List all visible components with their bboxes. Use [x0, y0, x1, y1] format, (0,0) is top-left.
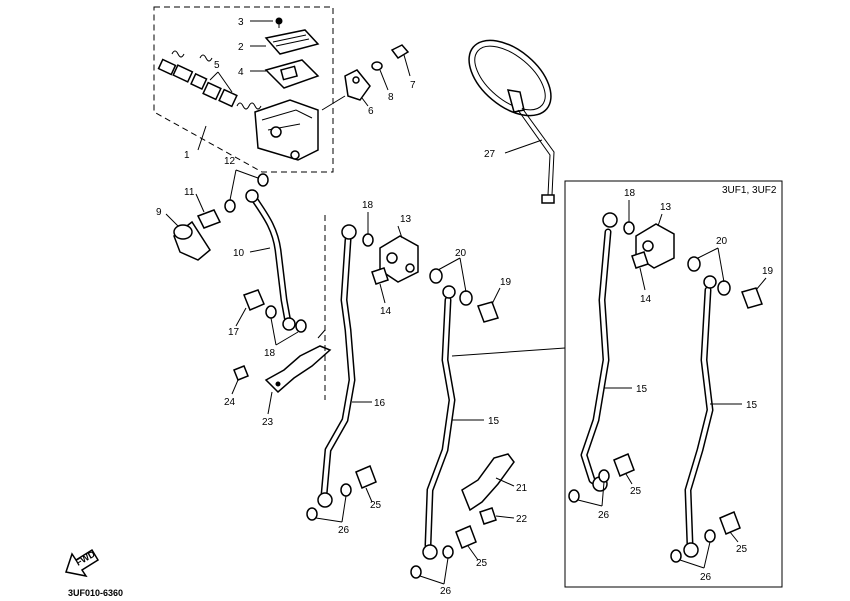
- callout-15c: 15: [746, 400, 758, 411]
- upper-fittings: [165, 169, 269, 261]
- bolt-14: [371, 267, 389, 285]
- reservoir-cap: [264, 29, 320, 55]
- callout-10: 10: [233, 248, 245, 259]
- callout-6: 6: [368, 106, 374, 117]
- callout-17: 17: [228, 327, 240, 338]
- rear-mirror: [468, 39, 555, 204]
- callout-12: 12: [224, 156, 236, 167]
- master-cylinder-group: [153, 6, 334, 173]
- callout-26c: 26: [598, 510, 610, 521]
- washer-12b: [257, 173, 269, 187]
- variant-box: [564, 180, 783, 588]
- callout-18a: 18: [264, 348, 276, 359]
- callout-25b: 25: [476, 558, 488, 569]
- center-lower-fittings: [306, 453, 515, 585]
- callout-26b: 26: [440, 586, 452, 597]
- lower-union-set: [235, 289, 307, 346]
- callout-14b: 14: [640, 294, 652, 305]
- mirror-glass: [468, 39, 552, 117]
- callout-1: 1: [184, 150, 190, 161]
- callout-19b: 19: [762, 266, 774, 277]
- holder-clamp: [344, 69, 371, 101]
- variant-frame: [564, 180, 783, 588]
- callout-labels: 3 2 5 4 1 6 8 7 27 12 11 9 10 17 18 24 2…: [68, 17, 777, 598]
- callout-18c: 18: [624, 188, 636, 199]
- brake-hose-15-center: [422, 285, 566, 560]
- callout-13b: 13: [660, 202, 672, 213]
- mirror-holder-set: [321, 44, 411, 111]
- front-arrow: FWD: [65, 548, 100, 578]
- callout-20b: 20: [716, 236, 728, 247]
- callout-15b: 15: [636, 384, 648, 395]
- callout-8: 8: [388, 92, 394, 103]
- bolt-19: [477, 301, 499, 323]
- callout-25d: 25: [736, 544, 748, 555]
- callout-4: 4: [238, 67, 244, 78]
- hose-bracket-23: [231, 345, 332, 415]
- callout-26a: 26: [338, 525, 350, 536]
- piston-kit: [157, 50, 262, 110]
- callout-7: 7: [410, 80, 416, 91]
- washer-8: [371, 61, 383, 71]
- callout-21: 21: [516, 483, 528, 494]
- brake-hose-16: [317, 215, 372, 508]
- master-cylinder-body: [254, 99, 319, 161]
- callout-26d: 26: [700, 572, 712, 583]
- callout-2: 2: [238, 42, 244, 53]
- variant-label: 3UF1, 3UF2: [722, 185, 777, 196]
- callout-23: 23: [262, 417, 274, 428]
- bolt-24: [233, 365, 249, 381]
- callout-24: 24: [224, 397, 236, 408]
- callout-22: 22: [516, 514, 528, 525]
- reference-code: 3UF010-6360: [68, 588, 123, 598]
- brake-joint-13: [362, 212, 501, 323]
- callout-9: 9: [156, 207, 162, 218]
- callout-3: 3: [238, 17, 244, 28]
- callout-27: 27: [484, 149, 496, 160]
- callout-18b: 18: [362, 200, 374, 211]
- union-bolt-17: [243, 289, 265, 311]
- callout-5: 5: [214, 60, 220, 71]
- bracket-21: [461, 453, 515, 512]
- front-arrow-icon: [65, 548, 100, 578]
- callout-20a: 20: [455, 248, 467, 259]
- callout-13a: 13: [400, 214, 412, 225]
- callout-19a: 19: [500, 277, 512, 288]
- bolt-7: [390, 44, 410, 59]
- brake-hose-10: [245, 189, 296, 331]
- callout-14a: 14: [380, 306, 392, 317]
- callout-25a: 25: [370, 500, 382, 511]
- callout-15a: 15: [488, 416, 500, 427]
- callout-11: 11: [184, 187, 195, 198]
- union-bolt-11: [196, 209, 222, 229]
- bolt-22: [479, 507, 497, 525]
- callout-16: 16: [374, 398, 386, 409]
- callout-25c: 25: [630, 486, 642, 497]
- washer-12a: [224, 199, 236, 213]
